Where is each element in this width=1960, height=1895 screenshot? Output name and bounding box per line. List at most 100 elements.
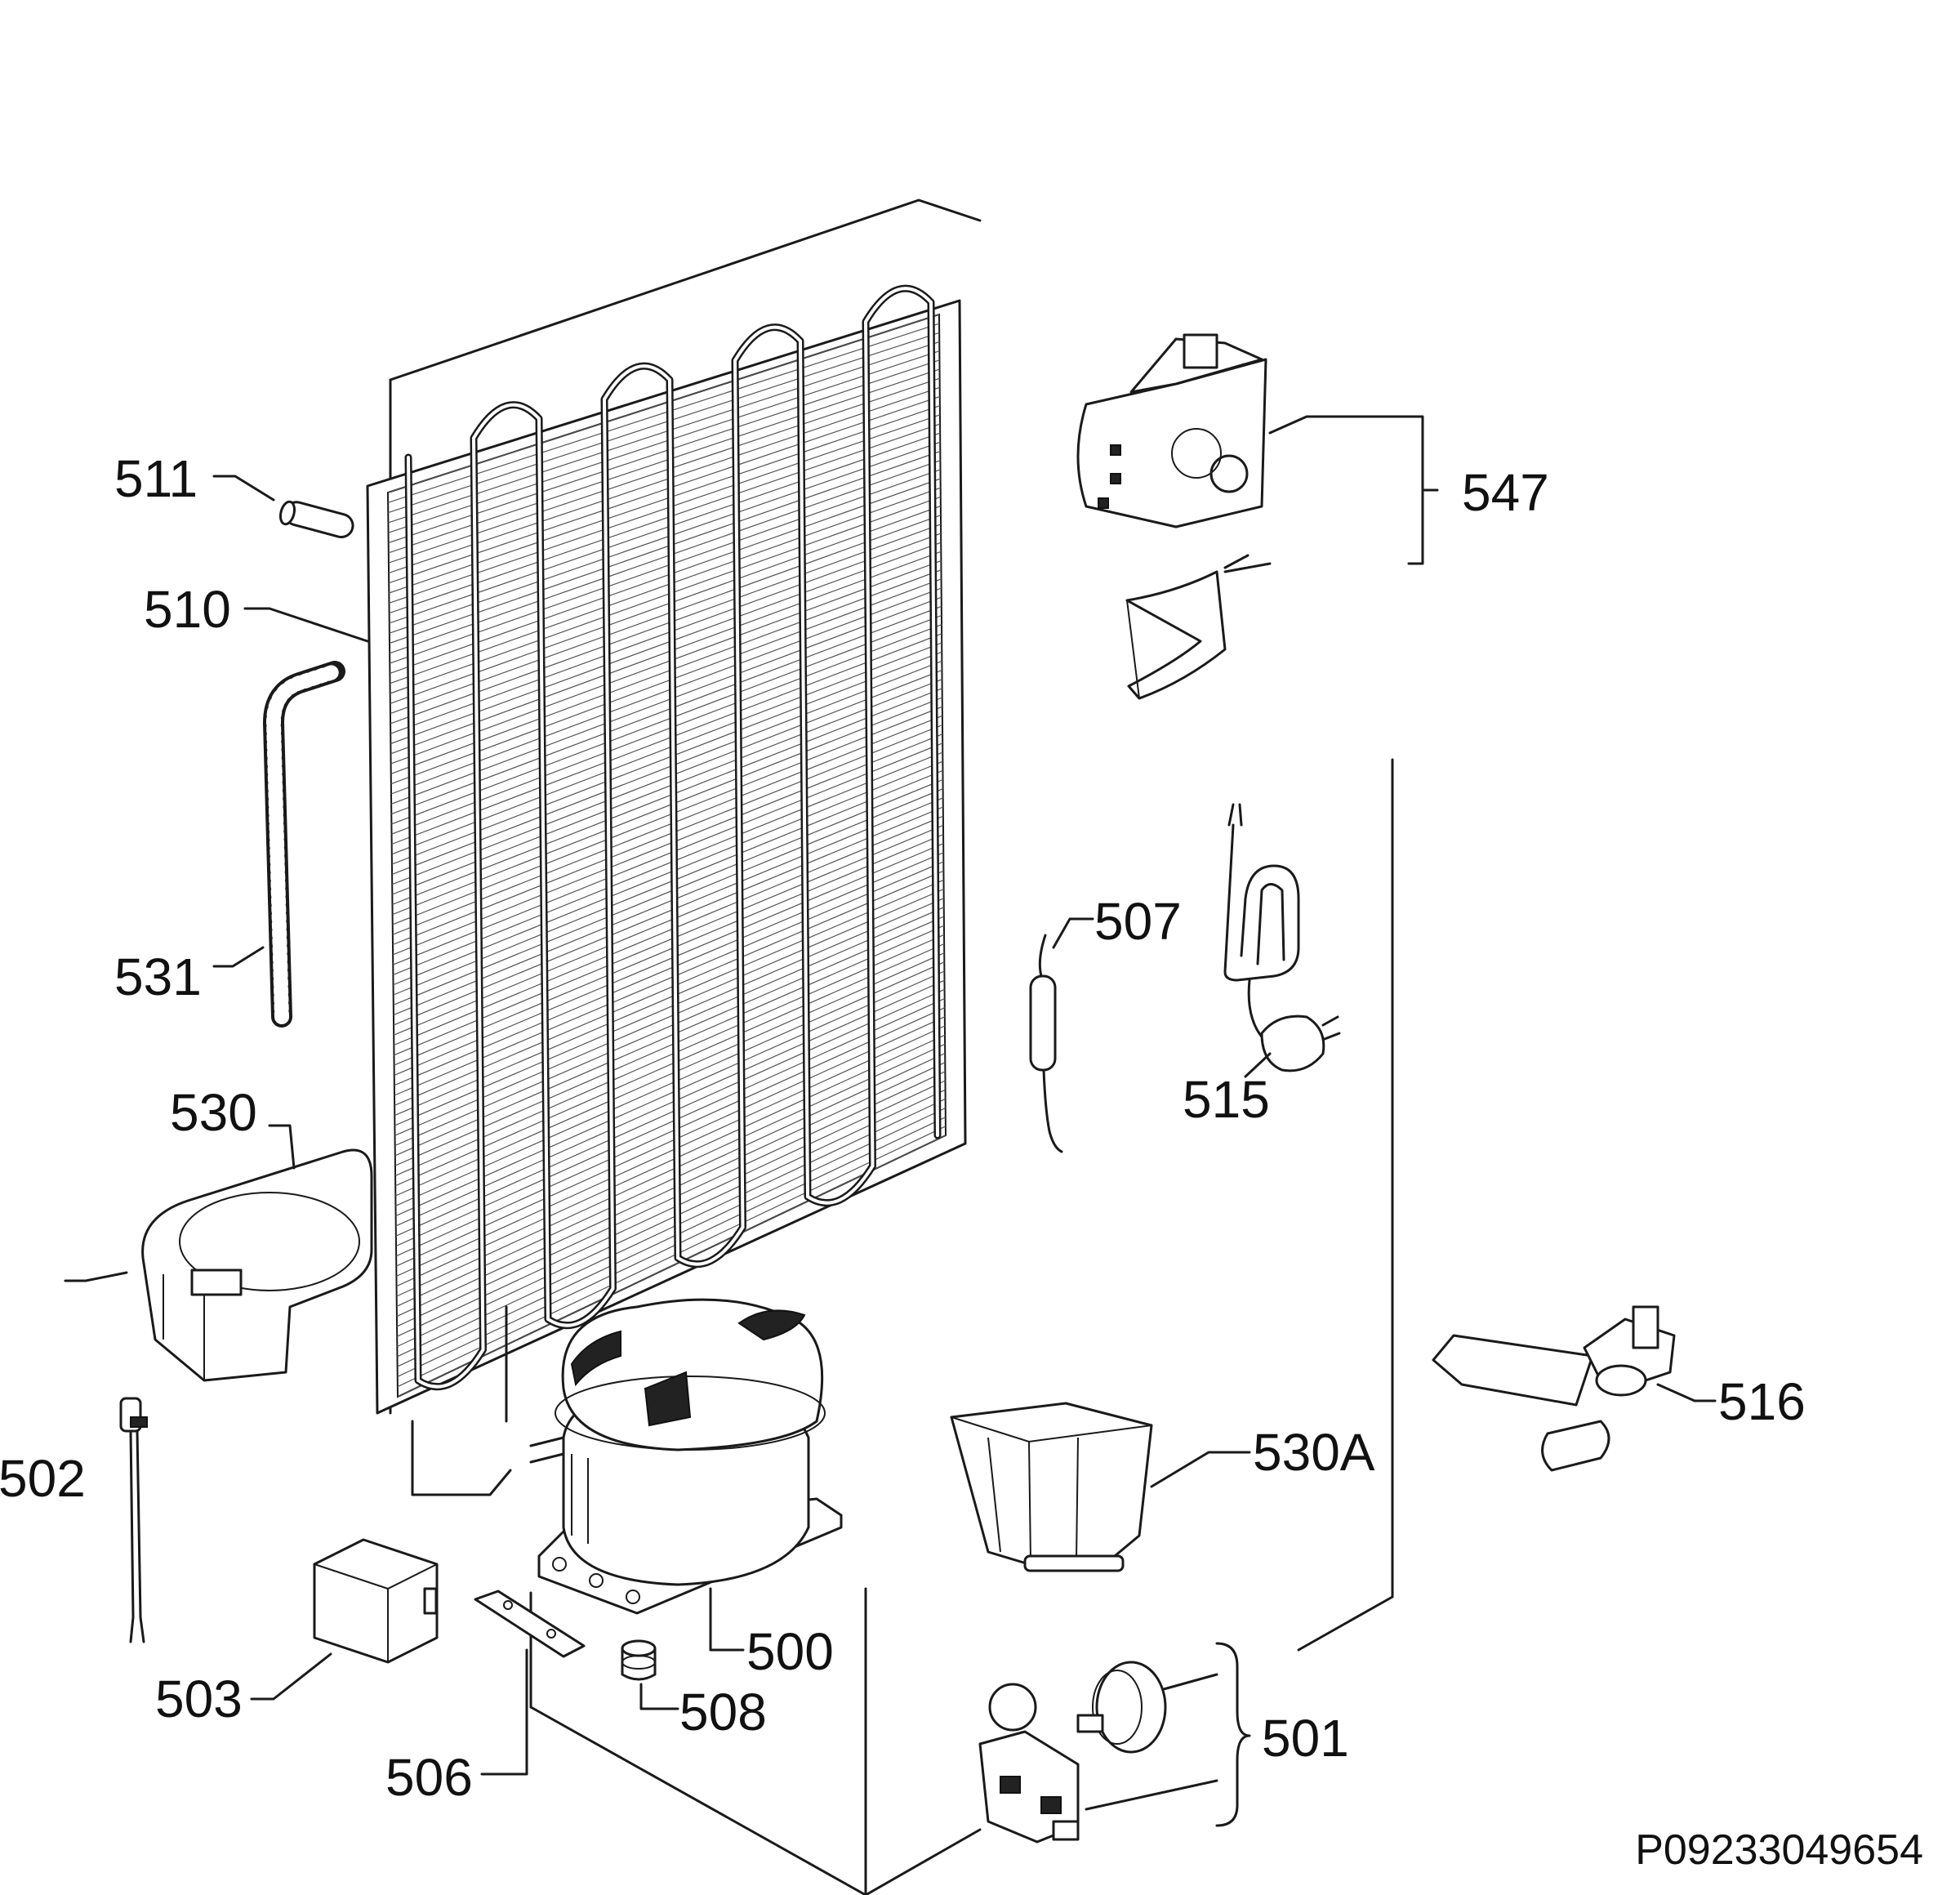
connector-tube-511 [278, 500, 354, 539]
condenser-fin [388, 350, 940, 533]
label-500: 500 [746, 1622, 834, 1681]
condenser-fin [396, 1016, 946, 1267]
condenser-fin [394, 907, 945, 1147]
wire-lead-502 [119, 1397, 148, 1643]
condenser-fin [394, 943, 945, 1187]
condenser-fin [395, 952, 945, 1197]
condenser-fin [390, 569, 942, 774]
condenser-fin [394, 852, 944, 1086]
condenser-fin [394, 925, 945, 1166]
compressor-500 [529, 1298, 843, 1615]
condenser-fin [394, 843, 944, 1076]
condenser-fin [393, 751, 943, 975]
condenser-fin [392, 697, 942, 916]
condenser-fin [391, 605, 942, 815]
condenser-fin [397, 1098, 946, 1358]
condenser-fin [393, 742, 943, 965]
condenser-fin [396, 1043, 946, 1297]
condenser-fin [389, 441, 941, 634]
drip-tray-530 [141, 1148, 373, 1382]
condenser-fin [390, 524, 942, 725]
condenser-fin [391, 633, 942, 845]
condenser-fin [392, 724, 943, 946]
condenser-fin [393, 806, 944, 1036]
condenser-fin [391, 651, 942, 865]
label-530: 530 [170, 1083, 257, 1142]
condenser-fin [395, 1007, 946, 1257]
insulation-hose-531 [262, 661, 345, 1028]
condenser-fin [393, 769, 943, 996]
water-container-530A [950, 1402, 1153, 1572]
condenser-fin [390, 505, 942, 704]
condenser-fin [391, 669, 942, 885]
label-503: 503 [155, 1670, 243, 1728]
cover-box-503 [313, 1538, 439, 1664]
relay-overload-501 [978, 1661, 1167, 1844]
document-code: P09233049654 [1635, 1826, 1923, 1874]
condenser-fin [388, 377, 940, 564]
condenser-fin [390, 469, 941, 664]
condenser-fin [396, 1034, 946, 1287]
condenser-510 [366, 284, 967, 1496]
condenser-fin [397, 1126, 947, 1388]
condenser-fin [392, 733, 943, 956]
condenser-fin [390, 515, 942, 715]
condenser-fin [388, 368, 940, 554]
condenser-fin [390, 487, 941, 684]
filter-drier-507 [1029, 934, 1063, 1153]
condenser-tubes [404, 284, 942, 1391]
condenser-fin [389, 423, 941, 614]
condenser-fin [397, 1107, 946, 1367]
condenser-fin [396, 1080, 946, 1337]
condenser-fin [394, 824, 944, 1056]
label-511: 511 [114, 449, 198, 508]
condenser-fin [393, 760, 943, 986]
condenser-fin [396, 1052, 946, 1307]
condenser-fin [393, 788, 943, 1016]
condenser-fin [388, 386, 940, 573]
condenser-fin [396, 1062, 946, 1318]
condenser-fin [389, 414, 941, 604]
leader-lines [64, 415, 1717, 1827]
condenser-fins [387, 314, 947, 1398]
condenser-fin [388, 359, 940, 544]
condenser-fin [392, 706, 943, 925]
condenser-fin [387, 314, 940, 493]
condenser-fin [394, 916, 945, 1157]
callout-labels: 511 510 531 530 502 503 506 508 500 530A… [0, 449, 1806, 1807]
label-507: 507 [1094, 892, 1182, 951]
power-cord-515 [1223, 803, 1341, 1072]
condenser-fin [397, 1117, 947, 1377]
condenser-fin [394, 861, 944, 1096]
lamp-holder-516 [1432, 1305, 1676, 1472]
grommet-508 [621, 1639, 657, 1681]
condenser-fin [391, 624, 942, 835]
condenser-fin [392, 688, 942, 905]
label-510: 510 [144, 580, 231, 639]
condenser-fin [394, 879, 944, 1117]
condenser-fin [390, 578, 942, 785]
label-530A: 530A [1253, 1423, 1375, 1482]
mounting-plate-506 [474, 1590, 586, 1658]
condenser-fin [390, 478, 941, 674]
condenser-fin [393, 778, 943, 1005]
condenser-fin [388, 332, 940, 514]
condenser-fin [395, 970, 945, 1217]
condenser-fin [389, 450, 941, 644]
condenser-fin [390, 496, 941, 694]
condenser-tube-fill [407, 287, 939, 1389]
condenser-fin [388, 341, 940, 524]
condenser-fin [389, 395, 940, 584]
condenser-fin [397, 1135, 947, 1398]
label-508: 508 [679, 1683, 767, 1741]
condenser-fin [393, 797, 943, 1026]
condenser-fin [389, 405, 941, 594]
condenser-fin [391, 614, 942, 825]
condenser-fin [390, 587, 942, 795]
condenser-fin [396, 1025, 946, 1277]
control-unit-547 [1076, 333, 1267, 700]
condenser-fin [389, 432, 941, 624]
condenser-fin [391, 642, 942, 855]
